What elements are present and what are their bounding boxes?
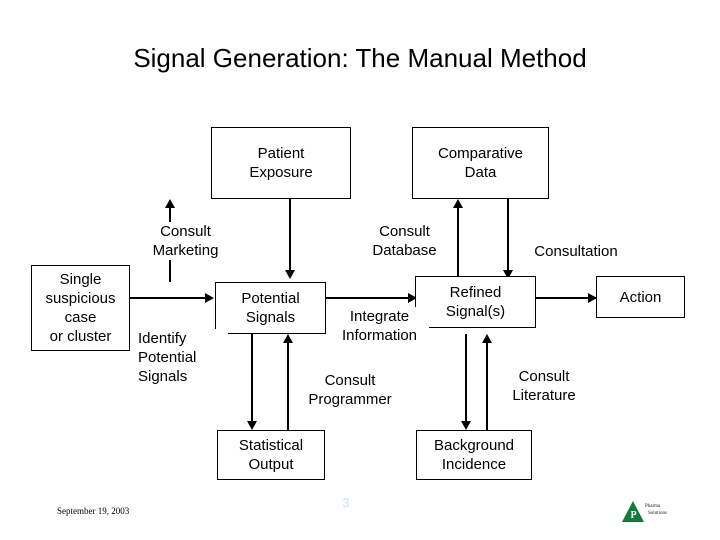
arrow-right-to-potential-signals (205, 293, 214, 303)
arrow-down-to-refined-signals (503, 270, 513, 279)
arrow-up-to-comparative-data (453, 199, 463, 208)
label-identify-potential-signals: Identify Potential Signals (138, 329, 228, 386)
connector-single-to-potential-line (130, 297, 212, 299)
label-consult-programmer: Consult Programmer (292, 371, 408, 409)
triangle-icon (622, 501, 644, 522)
arrow-right-to-refined-signals (408, 293, 417, 303)
box-comparative-data[interactable]: Comparative Data (412, 127, 549, 199)
box-background-incidence[interactable]: Background Incidence (416, 430, 532, 480)
logo-wordmark-line2: Solutions (648, 511, 667, 516)
arrow-up-to-refined-signals (482, 334, 492, 343)
connector-background-to-refined-line (486, 341, 488, 433)
box-refined-signals[interactable]: Refined Signal(s) (415, 276, 536, 328)
label-consult-database: Consult Database (358, 222, 451, 260)
label-consultation: Consultation (524, 242, 628, 261)
connector-refined-to-action-line (536, 297, 598, 299)
box-statistical-output[interactable]: Statistical Output (217, 430, 325, 480)
arrow-down-to-potential-signals (285, 270, 295, 279)
logo-letter: P (630, 510, 637, 521)
logo-wordmark: Pharma Solutions (645, 503, 695, 517)
connector-statistical-to-potential-line (287, 341, 289, 433)
connector-comparative-to-refined-line (507, 199, 509, 271)
logo-wordmark-line1: Pharma (645, 504, 661, 509)
label-consult-literature: Consult Literature (498, 367, 590, 405)
arrow-down-to-statistical-output (247, 421, 257, 430)
arrow-right-to-action (588, 293, 597, 303)
footer-date: September 19, 2003 (57, 506, 130, 516)
connector-refined-to-comparative-line (457, 206, 459, 282)
arrow-down-to-background-incidence (461, 421, 471, 430)
box-patient-exposure[interactable]: Patient Exposure (211, 127, 351, 199)
page-number: 3 (342, 495, 350, 510)
connector-refined-to-background-line (465, 334, 467, 422)
connector-potential-to-statistical-line (251, 334, 253, 422)
arrow-up-to-potential-signals (283, 334, 293, 343)
label-integrate-information: Integrate Information (330, 307, 429, 345)
box-single-suspicious-case[interactable]: Single suspicious case or cluster (31, 265, 130, 351)
arrow-up-to-patient-exposure (165, 199, 175, 208)
page-title: Signal Generation: The Manual Method (133, 43, 587, 73)
connector-potential-to-refined-line (325, 297, 415, 299)
label-consult-marketing: Consult Marketing (138, 222, 233, 260)
connector-patient-to-potential-line (289, 199, 291, 271)
box-action[interactable]: Action (596, 276, 685, 318)
company-logo: P Pharma Solutions (622, 498, 694, 528)
box-potential-signals[interactable]: Potential Signals (215, 282, 326, 334)
